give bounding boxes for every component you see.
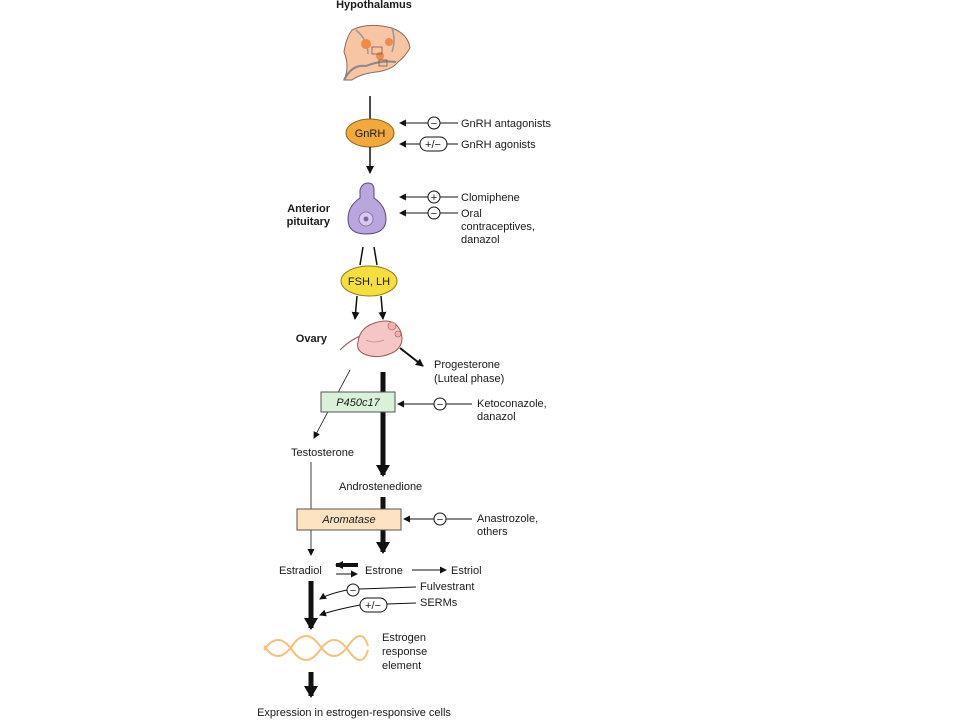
hypothalamus-illustration bbox=[343, 24, 411, 81]
response-label: response bbox=[382, 646, 427, 658]
p450c17-label: P450c17 bbox=[336, 397, 380, 409]
ketoconazole-label: Ketoconazole, bbox=[477, 398, 547, 410]
serms-arrow bbox=[319, 604, 361, 617]
clomiphene-label: Clomiphene bbox=[461, 192, 520, 204]
fsh-to-ovary-arrow-left bbox=[351, 295, 360, 320]
aromatase-box bbox=[296, 508, 402, 531]
pituitary-stalk-left bbox=[359, 246, 364, 266]
gnrh-label: GnRH bbox=[355, 128, 386, 140]
estrogen-label: Estrogen bbox=[382, 632, 426, 644]
p450c17-box bbox=[320, 391, 396, 413]
serms-plusminus-symbol: +/− bbox=[365, 600, 381, 612]
androstenedione-label: Androstenedione bbox=[339, 481, 422, 493]
estrone-label: Estrone bbox=[365, 565, 403, 577]
pituitary-label: pituitary bbox=[287, 216, 331, 228]
anterior-label: Anterior bbox=[287, 203, 331, 215]
progesterone-label: Progesterone bbox=[434, 359, 500, 371]
gnrh-antagonists-minus-symbol: − bbox=[431, 118, 437, 130]
contraceptives-label: contraceptives, bbox=[461, 221, 535, 233]
oral-contraceptives-minus-symbol: − bbox=[431, 208, 437, 220]
element-label: element bbox=[382, 660, 421, 672]
serms-plusminus-badge bbox=[359, 597, 388, 613]
danazol-label-pituitary: danazol bbox=[461, 234, 500, 246]
gnrh-agonists-plusminus-symbol: +/− bbox=[425, 139, 441, 151]
estriol-label: Estriol bbox=[451, 565, 482, 577]
lh-to-ovary-arrow-right bbox=[378, 295, 387, 320]
luteal-phase-label: (Luteal phase) bbox=[434, 373, 504, 385]
fsh-lh-node bbox=[340, 265, 398, 297]
anastrozole-minus-symbol: − bbox=[437, 514, 443, 526]
fulvestrant-label: Fulvestrant bbox=[420, 581, 474, 593]
ovary-label: Ovary bbox=[296, 333, 328, 345]
others-label: others bbox=[477, 526, 508, 538]
expression-label: Expression in estrogen-responsive cells bbox=[257, 707, 451, 719]
oral-label: Oral bbox=[461, 208, 482, 220]
pituitary-illustration bbox=[347, 182, 387, 235]
fulvestrant-arrow bbox=[319, 589, 348, 600]
pituitary-stalk-right bbox=[373, 246, 378, 266]
fulvestrant-minus-badge bbox=[346, 583, 360, 597]
hypothalamus-label: Hypothalamus bbox=[336, 0, 412, 11]
clomiphene-plus-symbol: + bbox=[431, 192, 437, 204]
anastrozole-label: Anastrozole, bbox=[477, 513, 538, 525]
ovary-illustration bbox=[339, 320, 403, 358]
estradiol-label: Estradiol bbox=[279, 565, 322, 577]
danazol-label-p450: danazol bbox=[477, 411, 516, 423]
fsh-lh-label: FSH, LH bbox=[348, 276, 390, 288]
aromatase-label: Aromatase bbox=[321, 514, 375, 526]
serms-label: SERMs bbox=[420, 597, 458, 609]
fulvestrant-minus-symbol: − bbox=[350, 585, 356, 597]
ketoconazole-minus-symbol: − bbox=[437, 399, 443, 411]
gnrh-agonists-label: GnRH agonists bbox=[461, 139, 536, 151]
serms-connector bbox=[386, 602, 417, 605]
ovary-to-progesterone-arrow bbox=[399, 347, 424, 367]
testosterone-label: Testosterone bbox=[291, 447, 354, 459]
estrogen-response-element-waves bbox=[263, 635, 369, 661]
fulvestrant-connector bbox=[358, 586, 417, 590]
gnrh-antagonists-label: GnRH antagonists bbox=[461, 118, 551, 130]
